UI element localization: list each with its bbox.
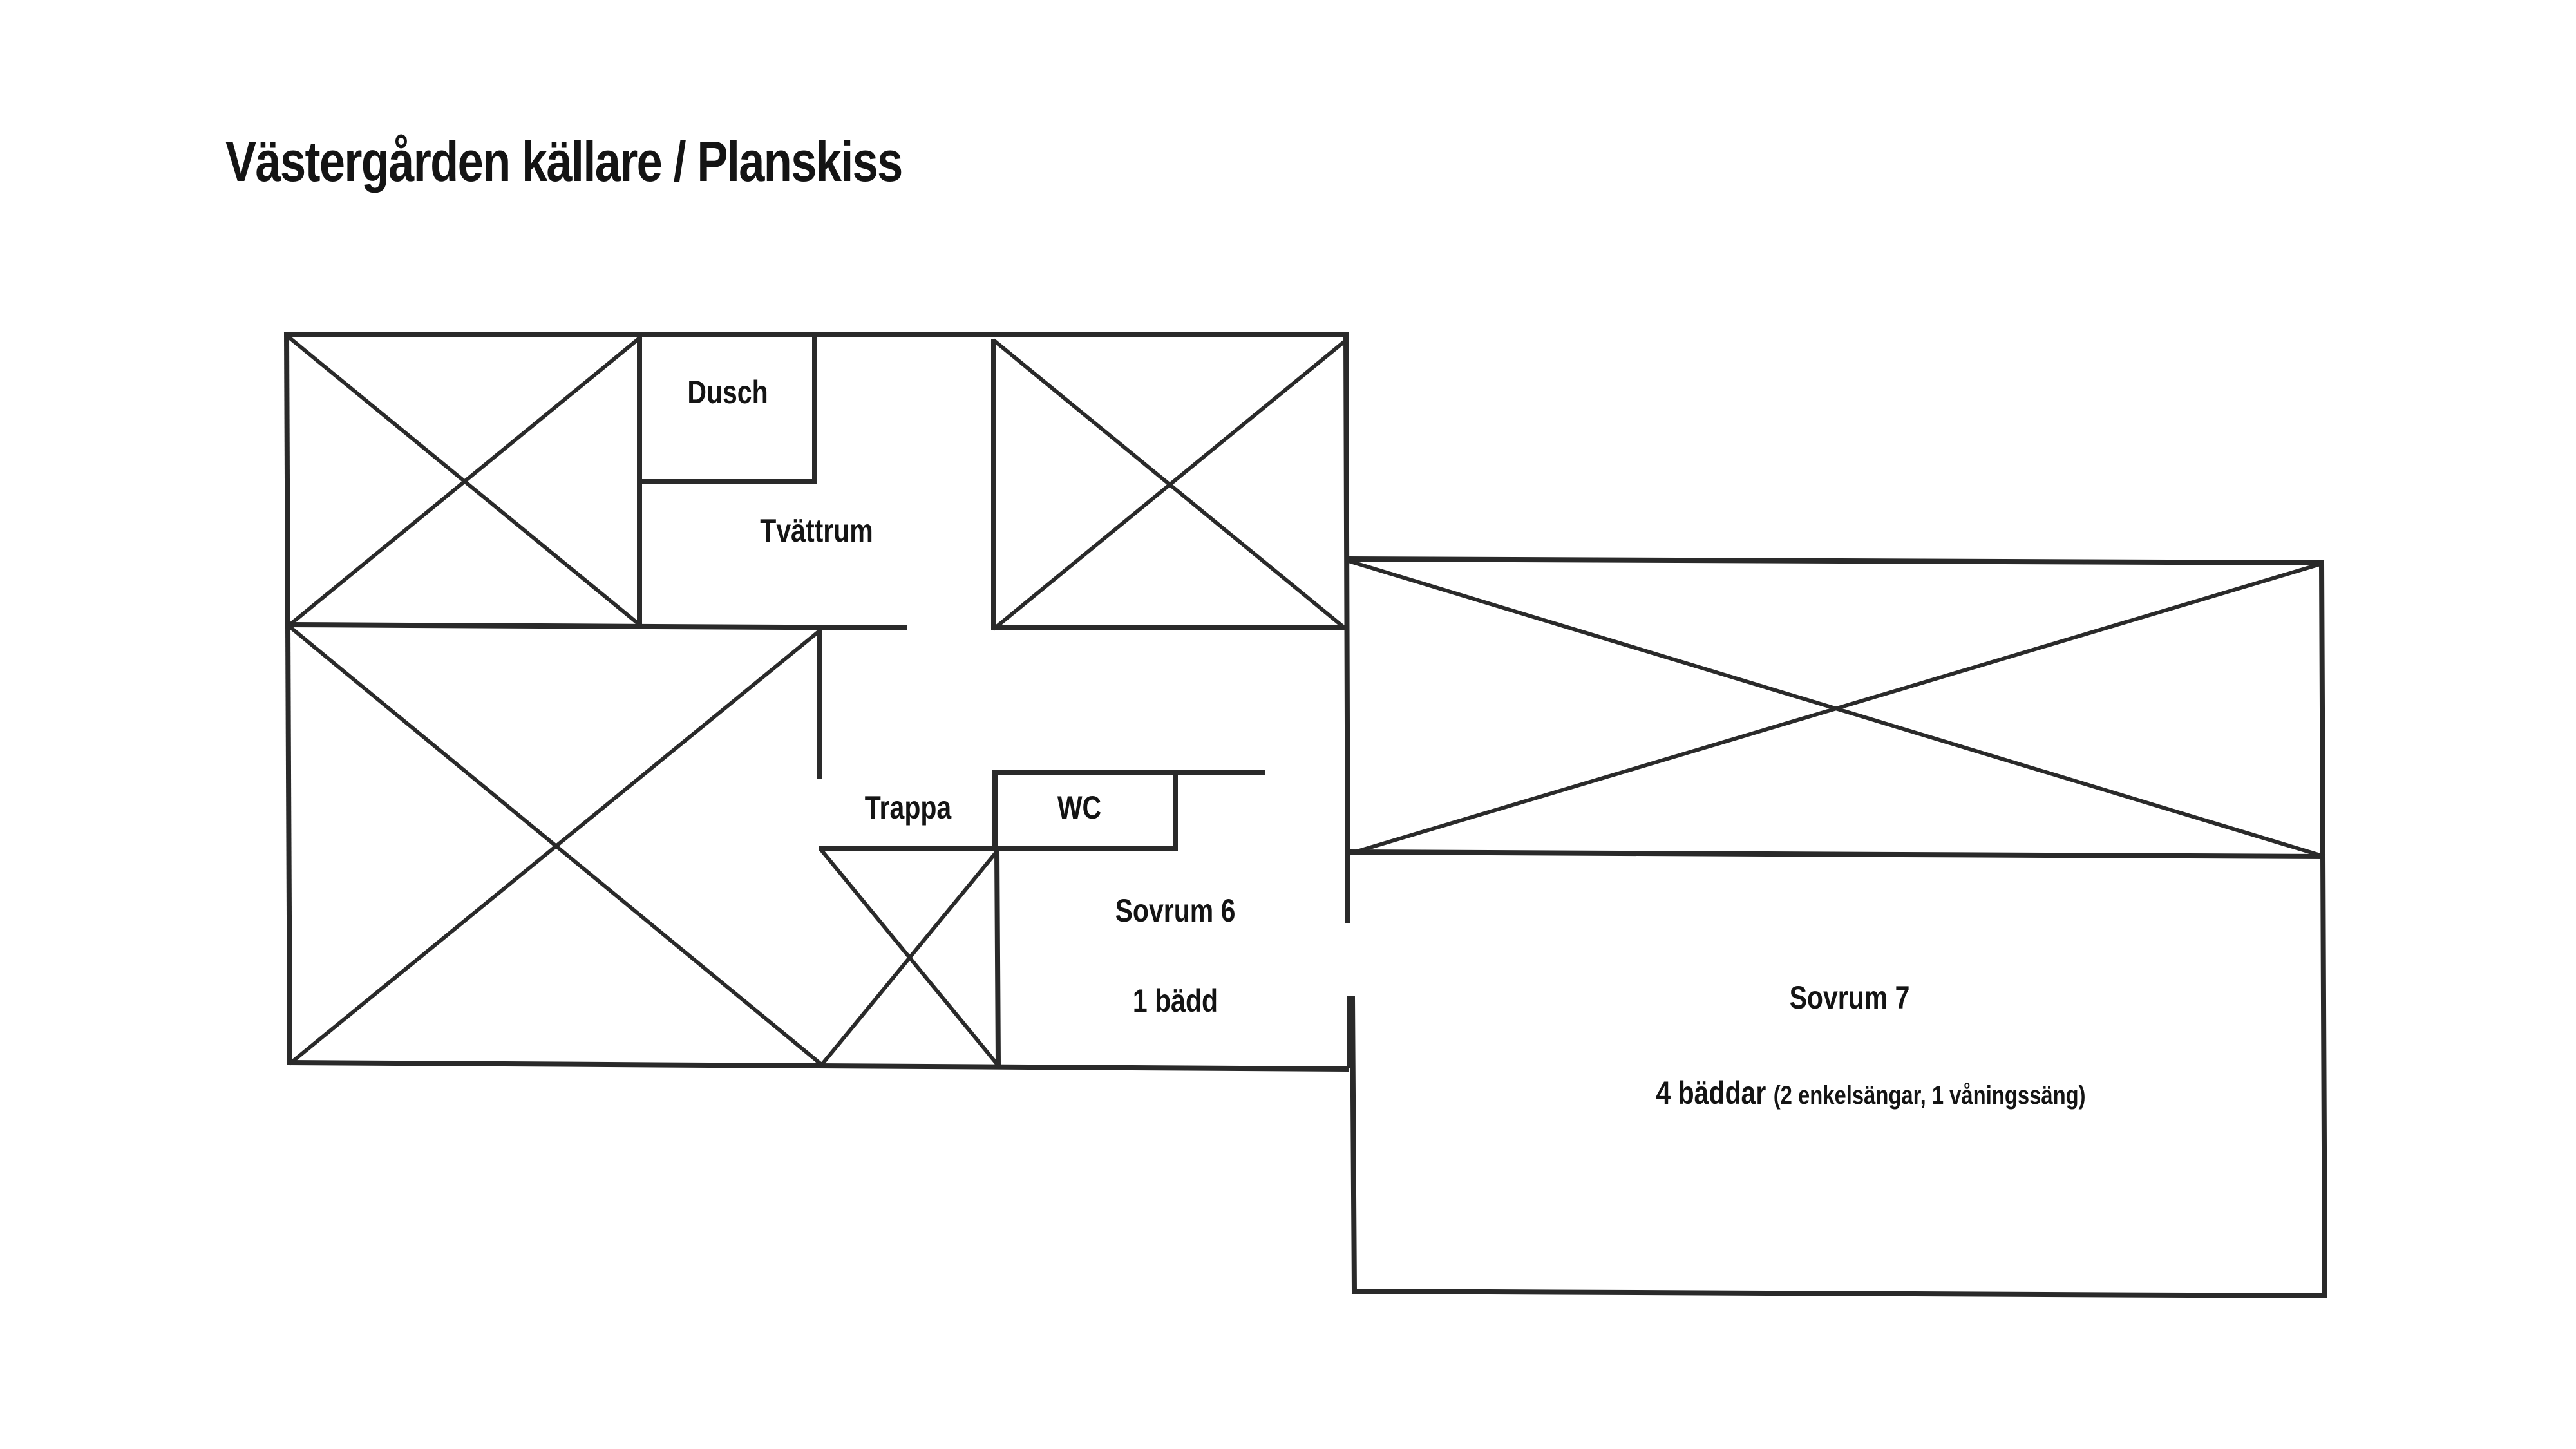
wall-sovrum7-left [1349, 995, 1358, 1294]
room-label-dusch: Dusch [687, 374, 768, 410]
wall-storage-1-bottom [287, 621, 908, 631]
wall-bottom-left [287, 1059, 1349, 1072]
wall-stair-storage-right [994, 847, 1001, 1067]
room-label-tvattrum: Tvättrum [760, 513, 873, 549]
wall-left [283, 332, 293, 1066]
room-label-trappa: Trappa [864, 790, 952, 826]
storage-2-diagonal-b [992, 338, 1348, 631]
room-label-sovrum7-beds: 4 bäddar (2 enkelsängar, 1 våningssäng) [1656, 1074, 2085, 1112]
page-title: Västergården källare / Planskiss [225, 129, 903, 193]
wall-storage-4-right [2318, 560, 2328, 1298]
stair-storage-diagonal-b [819, 848, 1000, 1067]
storage-1-diagonal-b [287, 335, 643, 628]
storage-4-diagonal-b [1348, 562, 2323, 856]
room-label-sovrum7-name: Sovrum 7 [1789, 980, 1910, 1016]
sovrum7-beds-count: 4 bäddar [1656, 1075, 1766, 1111]
wall-storage-4-top [1345, 556, 2325, 566]
sovrum7-beds-detail: (2 enkelsängar, 1 våningssäng) [1773, 1081, 2086, 1110]
room-label-sovrum6-beds: 1 bädd [1132, 983, 1218, 1019]
room-label-wc: WC [1057, 790, 1102, 826]
storage-3-diagonal-b [288, 628, 822, 1066]
room-label-sovrum6-name: Sovrum 6 [1115, 893, 1236, 929]
wall-storage-4-bottom [1346, 849, 2326, 860]
wall-sovrum7-bottom [1351, 1288, 2328, 1299]
